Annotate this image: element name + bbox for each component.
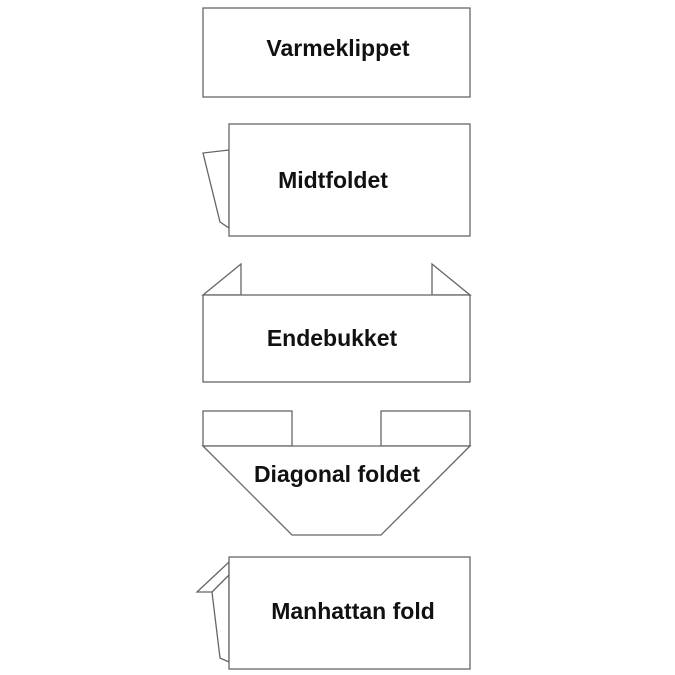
fold-diagonal-foldet: Diagonal foldet: [201, 410, 472, 536]
varmeklippet-label: Varmeklippet: [266, 35, 410, 61]
manhattan-flap-crease: [211, 574, 230, 593]
endebukket-label: Endebukket: [267, 325, 398, 351]
endebukket-right-flap: [431, 262, 472, 296]
varmeklippet-panel: [202, 7, 471, 98]
endebukket-panel: [202, 294, 471, 383]
fold-manhattan: Manhattan fold: [195, 556, 471, 670]
endebukket-left-flap: [201, 262, 242, 296]
manhattan-fold-label: Manhattan fold: [271, 598, 435, 624]
diagonal-left-flap: [202, 410, 293, 447]
midtfoldet-label: Midtfoldet: [278, 167, 388, 193]
manhattan-panel: [228, 556, 471, 670]
midtfoldet-side-flap: [202, 149, 230, 230]
diagonal-right-flap: [380, 410, 471, 447]
manhattan-side-flap: [195, 560, 230, 664]
fold-endebukket: Endebukket: [201, 262, 472, 383]
diagonal-foldet-label: Diagonal foldet: [254, 461, 420, 487]
midtfoldet-panel: [228, 123, 471, 237]
fold-varmeklippet: Varmeklippet: [202, 7, 471, 98]
fold-midtfoldet: Midtfoldet: [202, 123, 471, 237]
diagonal-trapezoid-panel: [201, 445, 472, 536]
